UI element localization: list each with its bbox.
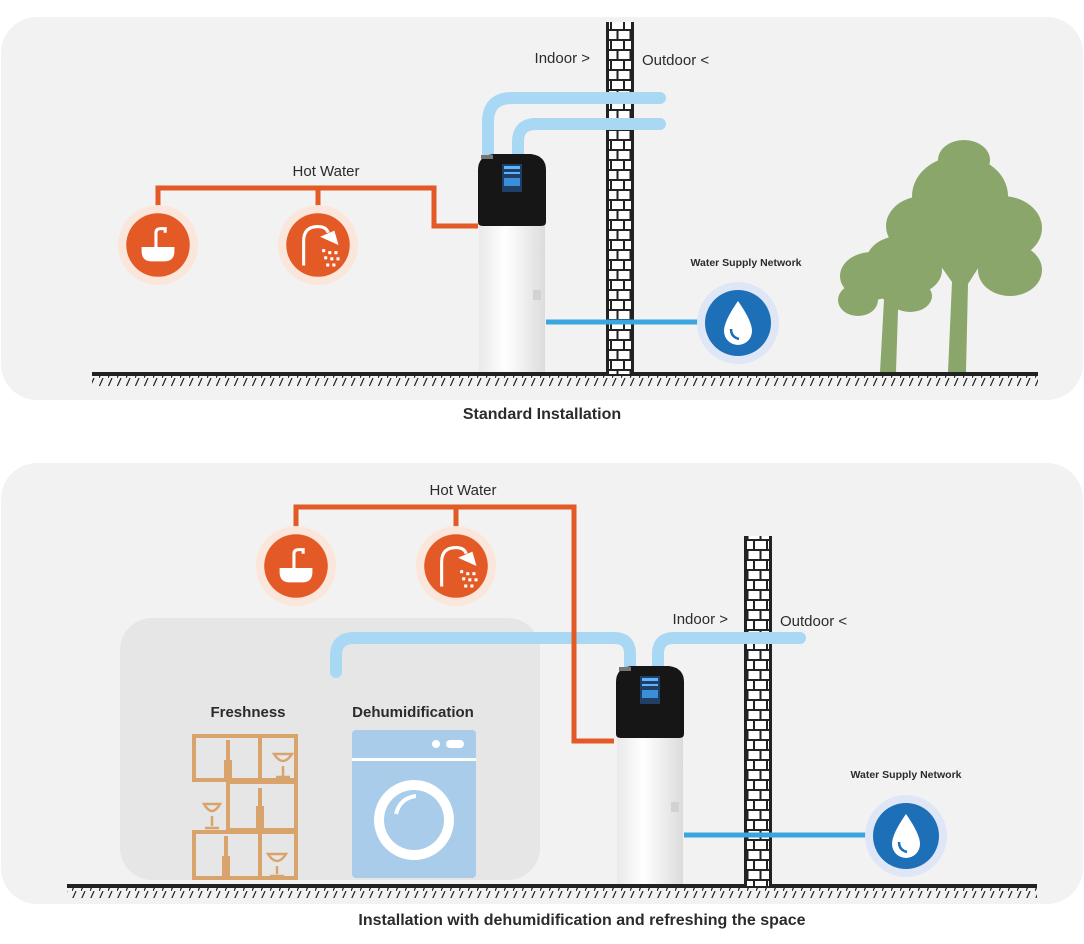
brick-wall xyxy=(744,536,772,886)
ground-hatch xyxy=(67,888,1037,898)
indoor-label: Indoor > xyxy=(535,50,591,67)
washing-machine-icon xyxy=(352,730,476,878)
tree-icon xyxy=(838,140,1042,372)
water-drop-icon xyxy=(864,794,948,878)
diagram-caption: Installation with dehumidification and r… xyxy=(358,912,805,929)
water-supply-label: Water Supply Network xyxy=(690,257,801,269)
hot-water-label: Hot Water xyxy=(430,482,497,499)
brick-wall xyxy=(606,22,634,374)
outdoor-label: Outdoor < xyxy=(642,52,709,69)
indoor-label: Indoor > xyxy=(673,611,729,628)
air-duct xyxy=(482,92,666,166)
diagram-caption: Standard Installation xyxy=(463,406,621,423)
sink-icon xyxy=(117,204,199,286)
ground-line xyxy=(67,884,1037,888)
sink-icon xyxy=(255,525,337,607)
ground-line xyxy=(92,372,1038,376)
heat-pump-tank xyxy=(616,666,684,884)
shower-icon xyxy=(277,204,359,286)
water-drop-icon xyxy=(696,281,780,365)
air-duct xyxy=(330,632,806,678)
standard-installation-diagram: Hot Water Indoor > Outdoor < Water Suppl… xyxy=(1,17,1083,423)
freshness-label: Freshness xyxy=(210,704,285,721)
shower-icon xyxy=(415,525,497,607)
dehumidification-installation-diagram: Hot Water Indoor > Outdoor < Water Suppl… xyxy=(1,463,1083,929)
water-supply-label: Water Supply Network xyxy=(850,769,961,781)
ground-hatch xyxy=(92,376,1038,386)
outdoor-label: Outdoor < xyxy=(780,613,847,630)
dehumidification-label: Dehumidification xyxy=(352,704,474,721)
hot-water-label: Hot Water xyxy=(293,163,360,180)
wine-shelf-icon xyxy=(192,734,298,880)
heat-pump-tank xyxy=(478,154,546,372)
